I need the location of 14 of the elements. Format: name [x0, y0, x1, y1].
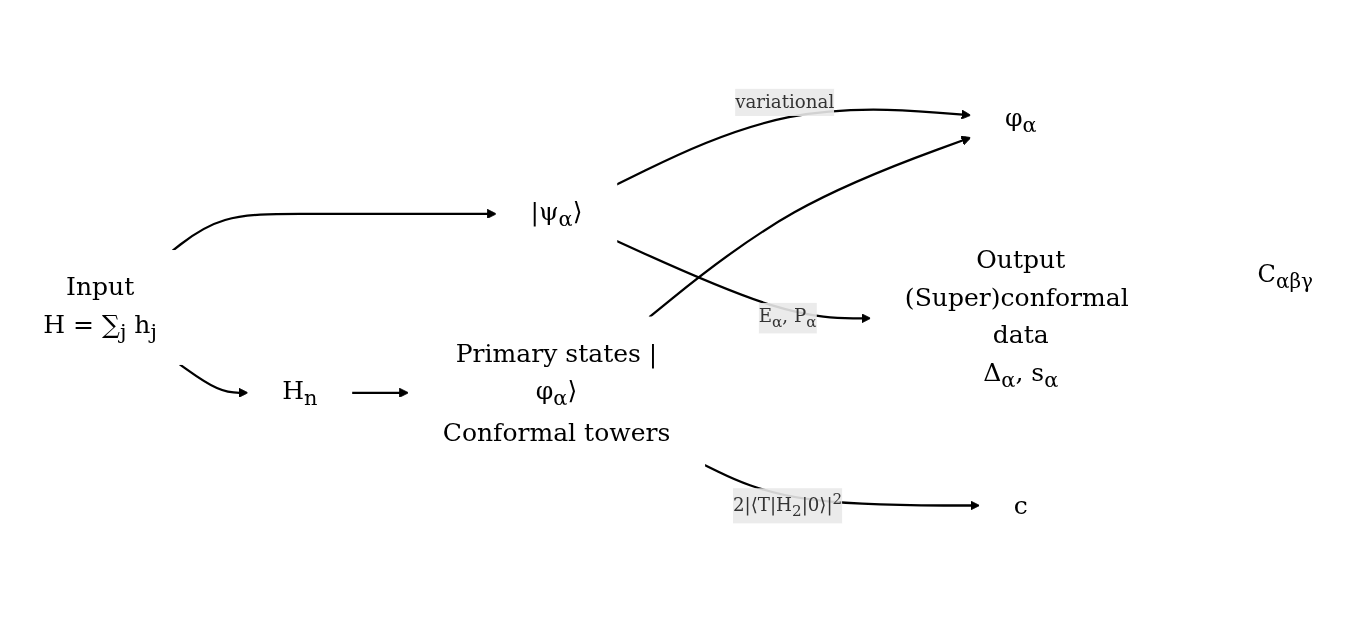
node-text: |ψ$_{α}$⟩	[530, 197, 583, 232]
math-label: C$_{αβγ}$	[1257, 260, 1313, 293]
node-text: Input H = ∑$_{j}$ h$_{j}$	[43, 272, 157, 344]
arrow	[179, 363, 249, 399]
edge-label: E$_{α}$, P$_{α}$	[758, 305, 817, 331]
node-text: Primary states |φ$_{α}$⟩ Conformal towers	[442, 339, 671, 448]
arrow	[171, 209, 497, 252]
edge-label: variational	[735, 91, 835, 113]
node-text: H$_{n}$	[282, 376, 318, 411]
edge-label: 2|⟨T|H$_{2}$|0⟩|$^{2}$	[732, 490, 843, 520]
node-text: c	[1013, 491, 1028, 520]
node-text: Output (Super)conformal data Δ$_{α}$, s$_{α}$	[904, 245, 1129, 392]
node-text: φ$_{α}$	[1004, 103, 1037, 137]
arrow	[351, 388, 409, 399]
